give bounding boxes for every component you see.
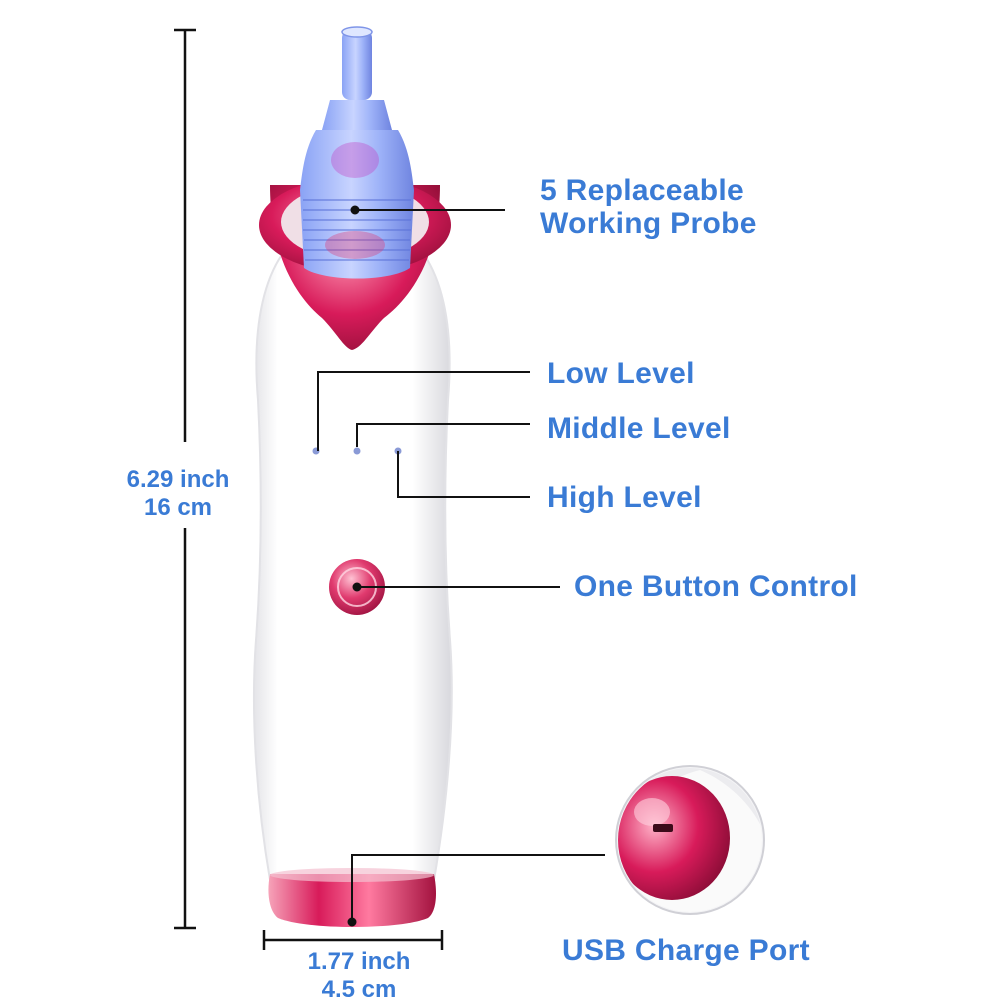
label-low-level: Low Level (547, 357, 695, 390)
blackhead-remover-device (252, 26, 453, 927)
middle-level-indicator (353, 447, 361, 455)
label-probe-line1: 5 Replaceable (540, 174, 745, 207)
height-label: 6.29 inch 16 cm (110, 466, 246, 522)
height-inch: 6.29 inch (126, 466, 230, 493)
label-probe-line2: Working Probe (540, 207, 757, 240)
height-cm: 16 cm (143, 494, 213, 521)
label-probe: 5 Replaceable Working Probe (540, 174, 757, 240)
width-inch: 1.77 inch (307, 948, 411, 975)
width-cm: 4.5 cm (321, 976, 397, 1003)
callout-lines (317, 205, 605, 927)
width-dimension-line (262, 930, 444, 950)
label-middle-level: Middle Level (547, 412, 731, 445)
usb-port-closeup (615, 765, 765, 915)
suction-probe (300, 26, 414, 279)
height-dimension-line (174, 28, 196, 930)
label-button: One Button Control (574, 570, 858, 603)
label-high-level: High Level (547, 481, 702, 514)
label-usb: USB Charge Port (562, 934, 810, 967)
width-label: 1.77 inch 4.5 cm (284, 948, 434, 1004)
